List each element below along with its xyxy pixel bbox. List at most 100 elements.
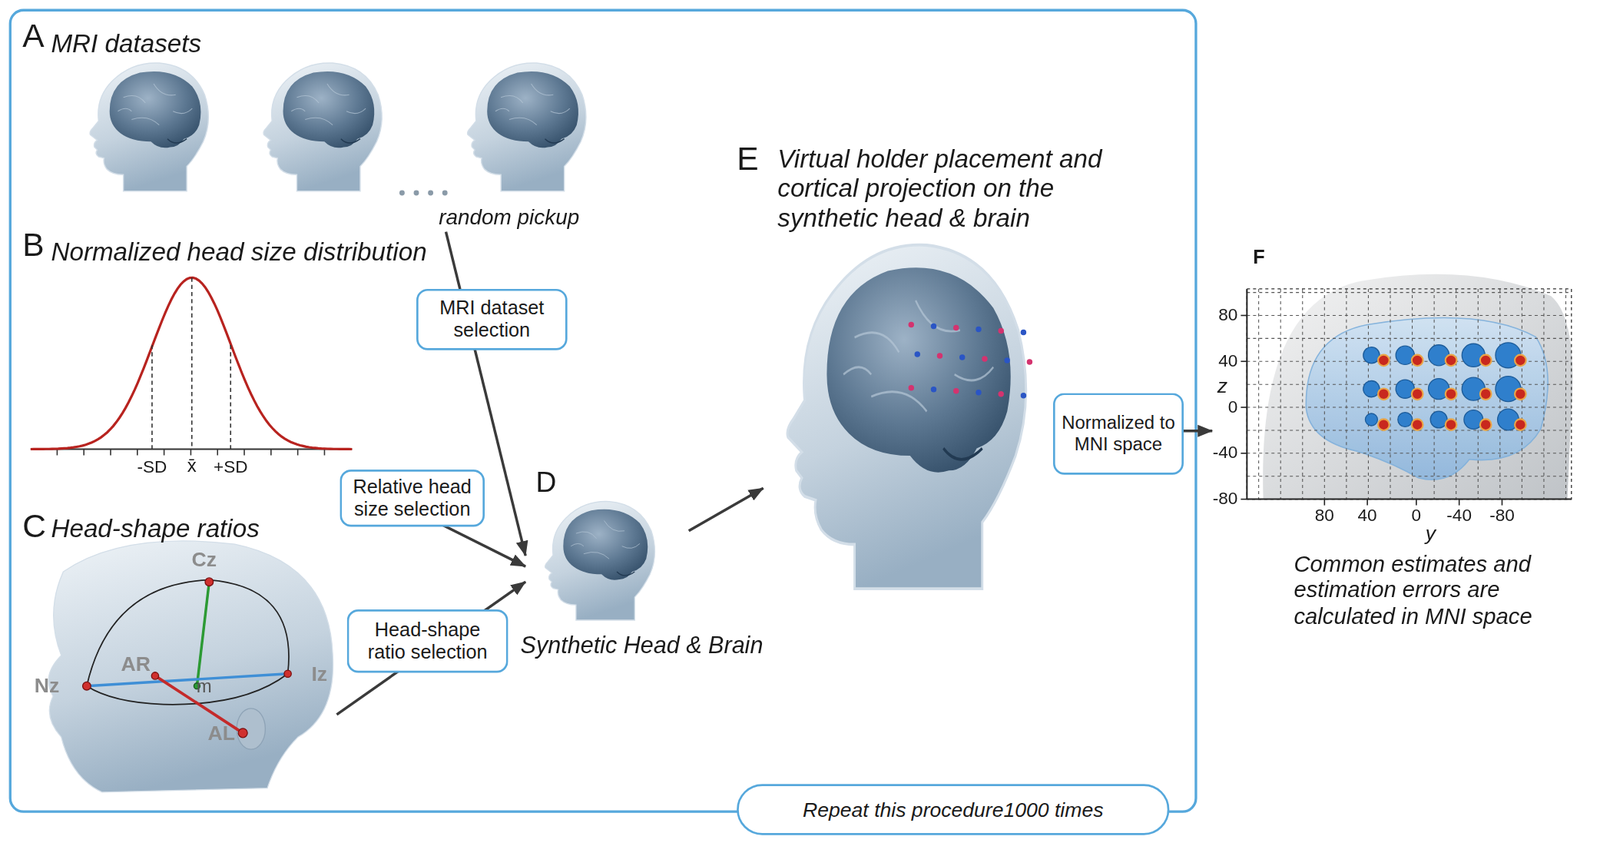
panel: DSynthetic Head & Brain — [525, 463, 690, 658]
panel-letter: B — [22, 226, 44, 265]
sd-line — [229, 344, 232, 450]
landmark — [82, 681, 92, 690]
tick — [243, 449, 246, 456]
error-dot — [1378, 354, 1390, 367]
estimate-dot — [1363, 347, 1380, 364]
probe-point — [953, 387, 959, 394]
mri-head — [89, 62, 209, 192]
landmark-label: m — [196, 676, 213, 697]
landmark-label: AR — [120, 652, 150, 675]
estimate-points — [1363, 342, 1527, 431]
error-dot — [1514, 418, 1527, 431]
probe-point — [1003, 357, 1010, 363]
bell-curve — [30, 277, 352, 449]
probe-point — [914, 351, 921, 357]
estimate-dot — [1397, 412, 1413, 428]
tick — [1240, 360, 1247, 362]
plot-frame — [1246, 288, 1571, 500]
dot — [427, 190, 434, 196]
probe-point — [1020, 392, 1027, 398]
panel: EVirtual holder placement and cortical p… — [763, 137, 1055, 602]
loop-box: Repeat this procedure1000 times — [736, 783, 1170, 835]
synthetic-head — [545, 500, 656, 620]
panel-heading: Synthetic Head & Brain — [520, 631, 764, 659]
panel-heading: MRI datasets — [50, 28, 202, 58]
error-dot — [1445, 418, 1458, 431]
axis-label: 80 — [1218, 306, 1238, 326]
landmark — [238, 728, 248, 738]
axis-label: -80 — [1489, 506, 1515, 526]
tick — [82, 449, 85, 456]
landmark-label: AL — [208, 721, 236, 744]
panel-heading: Head-shape ratios — [50, 513, 259, 543]
error-dot — [1378, 418, 1390, 431]
estimate-dot — [1364, 413, 1378, 426]
grid-line — [1345, 288, 1347, 500]
probe-point — [1026, 358, 1033, 365]
probe-point — [959, 354, 965, 360]
axis-label: z — [1217, 374, 1228, 398]
panel-letter: D — [535, 466, 557, 500]
dot — [399, 190, 405, 196]
tick — [1366, 499, 1369, 506]
grid-line — [1246, 314, 1571, 316]
error-dot — [1411, 418, 1424, 431]
probe-point — [981, 355, 988, 362]
axis-label: 80 — [1315, 506, 1335, 526]
distribution-label: +SD — [213, 457, 249, 478]
error-dot — [1411, 387, 1424, 400]
ear — [236, 708, 266, 749]
step-label: MRI dataset selection — [424, 297, 560, 342]
tick — [190, 449, 193, 456]
caption-note: random pickup — [438, 205, 580, 229]
probe-point — [997, 327, 1004, 334]
axis-ticks — [1240, 314, 1502, 505]
step-label-box: Relative head size selection — [339, 469, 485, 527]
distribution-label: x̄ — [187, 456, 197, 477]
landmark-label: Cz — [191, 547, 216, 570]
step-label-box: Normalized to MNI space — [1053, 392, 1184, 474]
probe-point — [997, 390, 1004, 397]
mri-head — [467, 62, 587, 192]
landmark — [205, 577, 214, 587]
vertical-line — [196, 581, 209, 686]
panel: BNormalized head size distribution — [20, 232, 471, 480]
axis-label: -40 — [1446, 506, 1472, 526]
grid-line — [1301, 288, 1303, 500]
error-dot — [1411, 354, 1424, 367]
tick — [1415, 499, 1418, 506]
step-label: Head-shape ratio selection — [354, 618, 501, 663]
loop-label: Repeat this procedure1000 times — [802, 797, 1104, 822]
grid-line — [1280, 288, 1282, 500]
ellipsis-dots — [399, 190, 448, 196]
step-label: Relative head size selection — [347, 475, 477, 521]
nasion-inion-line — [86, 673, 289, 686]
tick — [163, 449, 166, 456]
landmark-label: Nz — [34, 673, 60, 696]
grid-line — [1258, 288, 1259, 500]
tick — [1501, 499, 1504, 506]
axis-label: y — [1425, 521, 1436, 544]
plot-grid — [1246, 288, 1571, 500]
outer-frame — [9, 9, 1196, 812]
landmark-label: Iz — [311, 662, 328, 685]
grid-line — [1246, 452, 1571, 454]
error-dot — [1445, 354, 1458, 367]
probe-point — [937, 352, 943, 358]
axis-label: 0 — [1228, 397, 1239, 418]
mni-brain — [1305, 317, 1548, 480]
landmark-points — [82, 577, 292, 738]
tick — [297, 449, 299, 456]
estimate-dot — [1363, 380, 1380, 398]
panel-heading: Normalized head size distribution — [50, 236, 427, 266]
y-axis — [1246, 498, 1571, 501]
panel-letter: A — [22, 17, 44, 56]
error-dot — [1480, 354, 1492, 367]
probe-points — [908, 321, 1034, 399]
panel-letter: E — [736, 139, 759, 178]
distribution-label: -SD — [136, 457, 167, 478]
tick — [56, 449, 59, 456]
tick — [216, 449, 219, 456]
grid-line — [1246, 291, 1571, 293]
